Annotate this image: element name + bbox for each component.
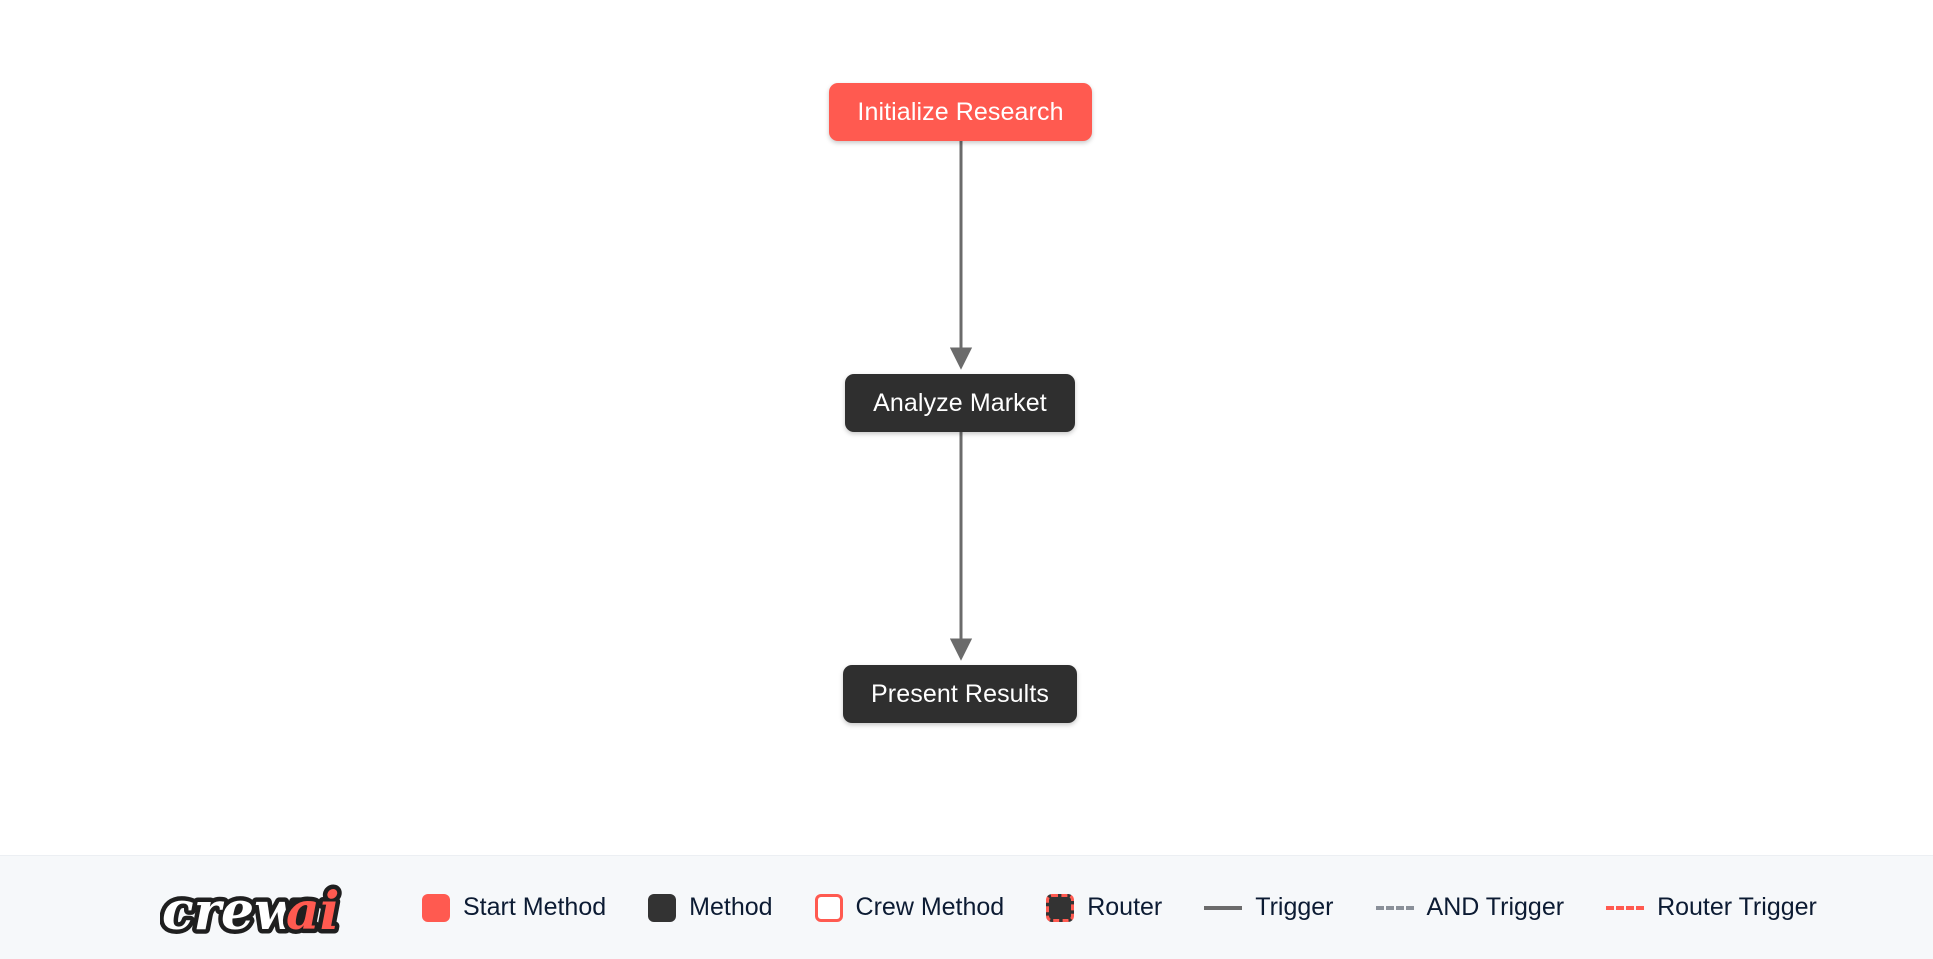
flow-node-initialize-research[interactable]: Initialize Research — [829, 83, 1092, 141]
legend-label-start-method: Start Method — [463, 893, 607, 921]
start-method-swatch-icon — [422, 893, 450, 922]
flow-node-label: Initialize Research — [857, 97, 1064, 126]
crewai-logo-outline-accent: ai — [286, 881, 339, 941]
legend-item-crew-method: Crew Method — [814, 893, 1005, 922]
legend-item-and-trigger: AND Trigger — [1375, 893, 1565, 921]
flow-node-present-results[interactable]: Present Results — [843, 665, 1077, 723]
router-trigger-line-icon — [1606, 905, 1645, 910]
legend-label-router-trigger: Router Trigger — [1657, 893, 1817, 921]
legend-items: Start Method Method Crew Method Router T… — [422, 893, 1817, 922]
crewai-logo: crew crew ai ai — [160, 876, 344, 941]
flow-node-label: Analyze Market — [873, 388, 1047, 417]
legend-item-method: Method — [648, 893, 773, 922]
legend-item-trigger: Trigger — [1204, 893, 1334, 921]
router-swatch-icon — [1046, 893, 1075, 922]
flow-node-label: Present Results — [871, 679, 1049, 708]
crewai-logo-outline-primary: crew — [162, 881, 301, 941]
crewai-logo-accent: ai — [286, 881, 339, 941]
legend-label-method: Method — [689, 893, 773, 921]
legend-item-router: Router — [1046, 893, 1163, 922]
flow-canvas[interactable]: Initialize Research Analyze Market Prese… — [0, 0, 1933, 855]
legend-item-router-trigger: Router Trigger — [1606, 895, 1817, 920]
trigger-line-icon — [1204, 905, 1243, 910]
flow-node-analyze-market[interactable]: Analyze Market — [845, 374, 1075, 432]
crew-method-swatch-icon — [814, 893, 843, 922]
legend-label-and-trigger: AND Trigger — [1426, 893, 1565, 921]
legend-item-start-method: Start Method — [422, 893, 607, 922]
and-trigger-line-icon — [1375, 905, 1414, 910]
legend-label-trigger: Trigger — [1255, 893, 1334, 921]
legend-bar: crew crew ai ai Start Method Method Crew… — [0, 855, 1933, 959]
legend-label-router: Router — [1087, 893, 1163, 921]
legend-label-crew-method: Crew Method — [855, 893, 1005, 921]
method-swatch-icon — [648, 893, 677, 922]
crewai-logo-primary: crew — [162, 881, 301, 941]
